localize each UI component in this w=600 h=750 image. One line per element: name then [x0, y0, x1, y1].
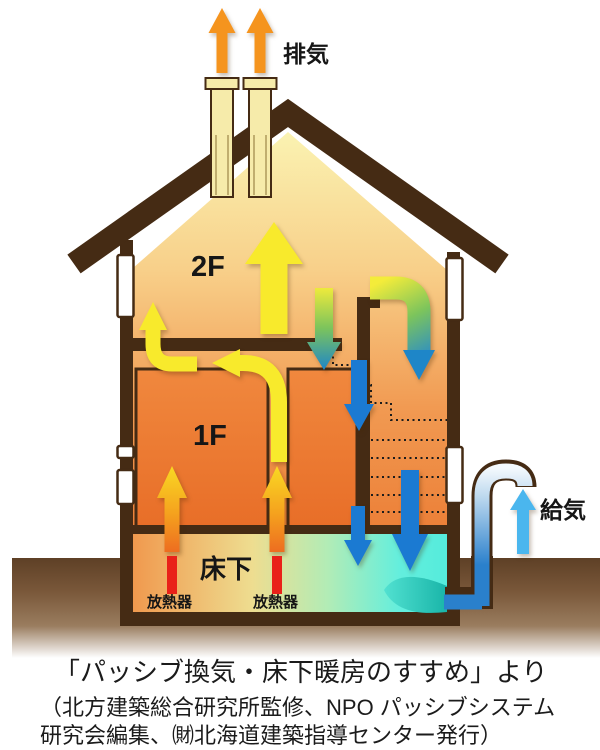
warm-air-floorgap-up-icon — [139, 302, 197, 372]
supply-air-arrow-icon — [510, 489, 536, 554]
vent-right-upper-icon — [445, 256, 464, 322]
wall-left — [120, 240, 133, 626]
floor1-label: 1F — [193, 420, 227, 452]
vent-left-lower-a-icon — [116, 444, 135, 460]
radiator-right-icon — [272, 556, 282, 594]
stair-wall-lintel — [357, 297, 380, 308]
underfloor-label: 床下 — [200, 554, 253, 584]
floor-1f-over-crawl — [133, 525, 447, 534]
exhaust-arrows — [208, 8, 274, 73]
cold-air-arrow-small-icon — [344, 506, 372, 566]
room-right — [286, 367, 359, 529]
radiator-heat-arrow-right-icon — [262, 466, 292, 552]
structure — [120, 240, 460, 626]
cold-air-arrows — [344, 360, 428, 571]
chimney-right-cap — [242, 77, 278, 90]
exhaust-label: 排気 — [283, 41, 329, 67]
cold-air-arrow-big-icon — [392, 470, 428, 571]
cooling-air-straight-icon — [307, 288, 341, 370]
roof — [67, 98, 509, 274]
radiator-left-label: 放熱器 — [147, 594, 193, 611]
supply-label: 給気 — [540, 497, 586, 523]
exhaust-arrow-left-icon — [208, 8, 236, 73]
vent-left-lower-b-icon — [116, 468, 135, 506]
exhaust-arrow-right-icon — [246, 8, 274, 73]
cooling-air-hook-icon — [370, 276, 435, 380]
radiator-left-icon — [167, 556, 177, 594]
warm-air-up-2f-icon — [245, 222, 303, 334]
radiator-heat-arrow-left-icon — [157, 466, 187, 552]
wall-right — [447, 252, 460, 626]
chimney-inner-lines — [215, 135, 267, 195]
warm-air-ceiling-left-icon — [212, 349, 287, 462]
floor-2f — [133, 338, 342, 351]
chimney-left — [210, 87, 234, 198]
wall-vents — [116, 253, 464, 506]
caption-line3: 研究会編集、㈶北海道建築指導センター発行） — [40, 723, 503, 748]
caption-line2: （北方建築総合研究所監修、NPO パッシブシステム — [40, 695, 556, 720]
cold-air-arrow-upper-icon — [344, 360, 374, 431]
foundation-bottom — [120, 612, 460, 626]
underfloor-spread-icon — [384, 576, 447, 614]
room-left — [134, 367, 270, 529]
vent-right-lower-icon — [445, 445, 464, 505]
radiator-right-label: 放熱器 — [253, 594, 299, 611]
chimney-left-cap — [204, 77, 240, 90]
supply-pipe — [444, 459, 537, 610]
caption-line1: 「パッシブ換気・床下暖房のすすめ」より — [54, 657, 548, 687]
floor2-label: 2F — [191, 251, 225, 283]
chimney-right — [248, 87, 272, 198]
vent-left-upper-icon — [116, 253, 135, 319]
